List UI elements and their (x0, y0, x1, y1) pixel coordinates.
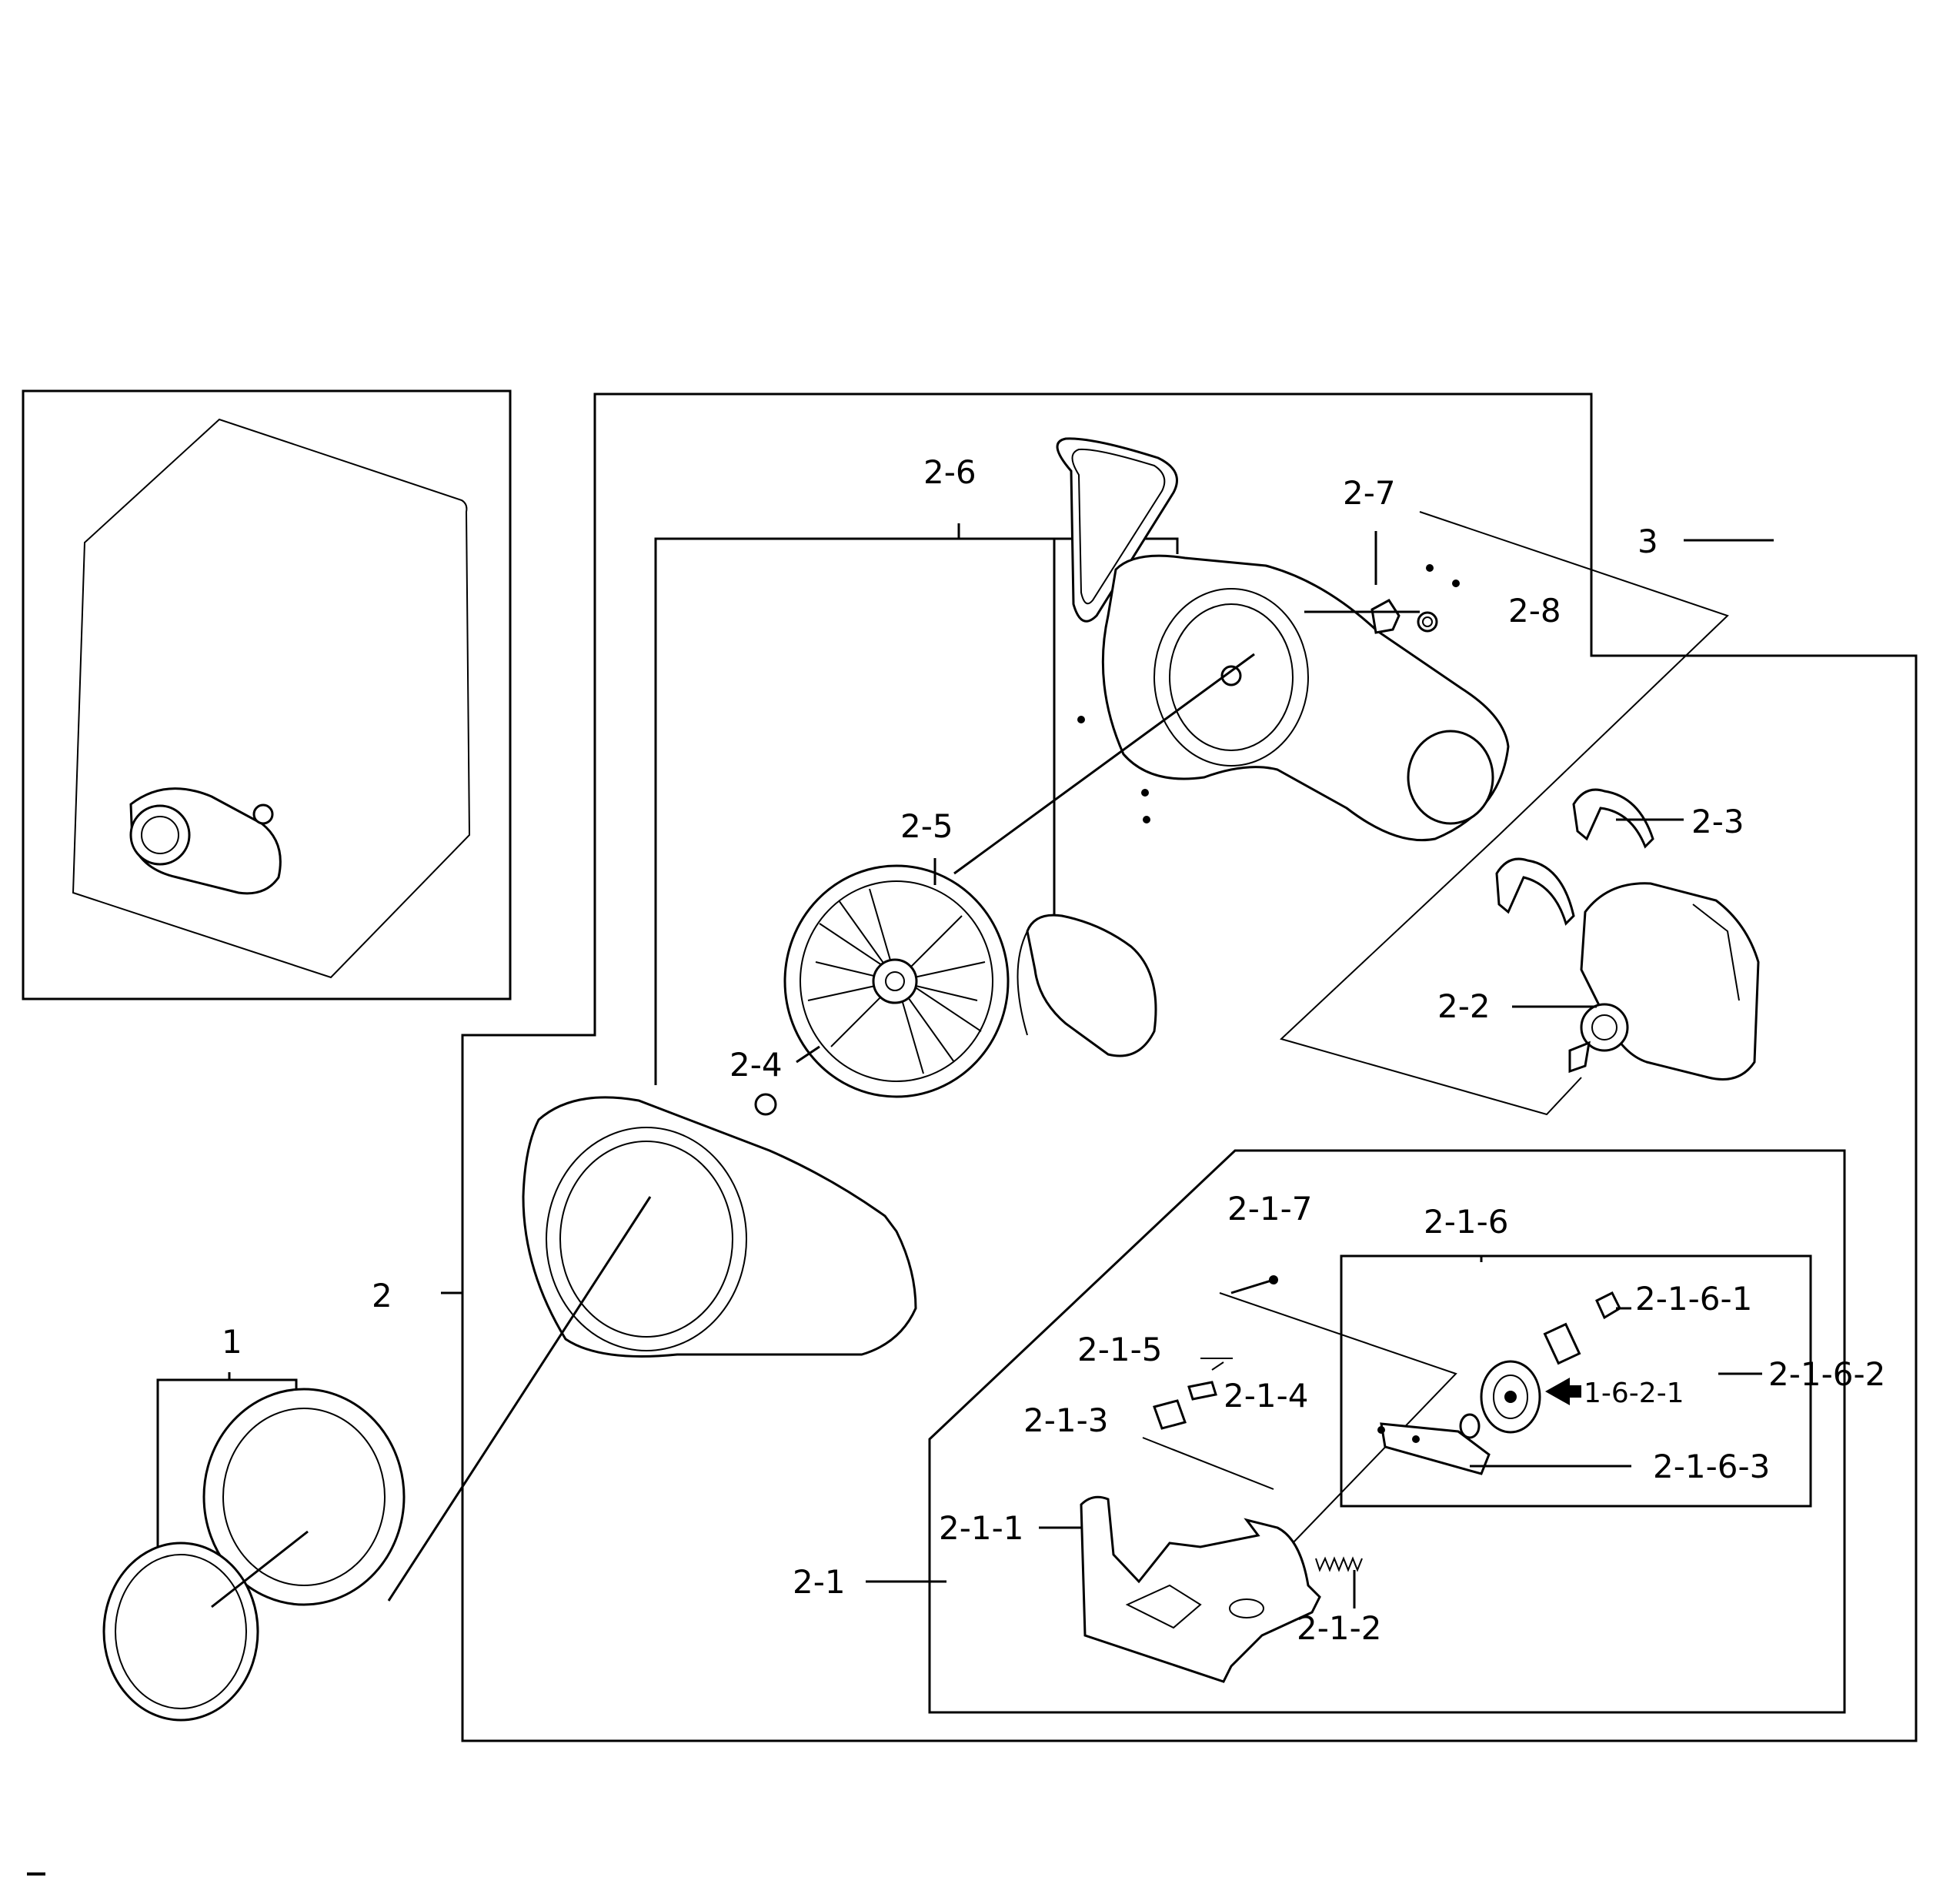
label-2-1-6-1: 2-1-6-1 (1635, 1280, 1752, 1318)
label-2-3: 2-3 (1691, 803, 1744, 840)
fitting-part-2-8 (1417, 611, 1438, 633)
label-2-1-6-3: 2-1-6-3 (1653, 1448, 1770, 1485)
seal-ring-part-1 (102, 1388, 406, 1722)
switch-part-2-1-3 (1153, 1399, 1187, 1430)
label-2-1-4: 2-1-4 (1224, 1377, 1308, 1415)
fitting-part-2-7 (1370, 564, 1460, 634)
label-2-1-6-2: 2-1-6-2 (1768, 1355, 1885, 1393)
clip-part-2-3 (1495, 788, 1654, 926)
label-2-1: 2-1 (793, 1563, 846, 1601)
pulley-wheel-part-1-6-2-1 (1480, 1360, 1541, 1434)
flap-part (1017, 914, 1157, 1057)
assembly-2-1-6-frame (1340, 1254, 1812, 1508)
pin-part-2-1-4 (1187, 1381, 1217, 1401)
corner-mark (27, 1872, 45, 1876)
label-2-1-1: 2-1-1 (939, 1509, 1023, 1547)
bracket-part-2-1-1 (1080, 1495, 1321, 1683)
label-2-4: 2-4 (729, 1046, 783, 1084)
label-2-1-3: 2-1-3 (1023, 1401, 1108, 1439)
nut-part-2-4 (754, 1093, 777, 1116)
label-2-1-6: 2-1-6 (1424, 1203, 1508, 1241)
pulley-arm-part (1377, 1422, 1491, 1475)
label-2-7: 2-7 (1343, 474, 1396, 512)
bracket-2-6 (654, 523, 1179, 1085)
label-2-2: 2-2 (1437, 987, 1491, 1025)
inset-blower-assembly (129, 787, 282, 895)
blower-housing-part-2-6 (1077, 554, 1510, 842)
pulley-part-2-1-6-1 (1543, 1291, 1621, 1365)
motor-part-2-2 (1568, 882, 1760, 1081)
label-2-8: 2-8 (1508, 592, 1561, 630)
arrow-icon (1545, 1378, 1581, 1405)
section-2-7-outline (1280, 511, 1729, 1116)
section-2-1-3-outline (1142, 1437, 1274, 1490)
blower-housing-part-2 (522, 1096, 917, 1358)
label-1-6-2-1: 1-6-2-1 (1584, 1378, 1684, 1409)
label-2-5: 2-5 (900, 807, 953, 845)
spring-part-2-1-2 (1315, 1556, 1363, 1572)
impeller-part-2-5 (783, 864, 1010, 1098)
label-2-1-7: 2-1-7 (1227, 1190, 1312, 1228)
leader-lines (211, 531, 1774, 1608)
assembly-2-frame (461, 392, 1918, 1742)
pulley-washer-part-2-1-6-3 (1459, 1413, 1481, 1439)
inset-overview-panel (22, 389, 512, 1000)
label-2-1-2: 2-1-2 (1297, 1609, 1381, 1647)
belt-part-3 (1056, 437, 1178, 623)
label-2-1-5: 2-1-5 (1077, 1331, 1162, 1368)
section-2-1-5-outline (1219, 1292, 1457, 1544)
label-1: 1 (222, 1323, 242, 1361)
label-2-6: 2-6 (923, 453, 977, 491)
label-3: 3 (1638, 523, 1658, 560)
label-2: 2 (372, 1277, 392, 1314)
screw-part-2-1-5 (1200, 1358, 1233, 1371)
assembly-2-1-frame (928, 1149, 1846, 1714)
